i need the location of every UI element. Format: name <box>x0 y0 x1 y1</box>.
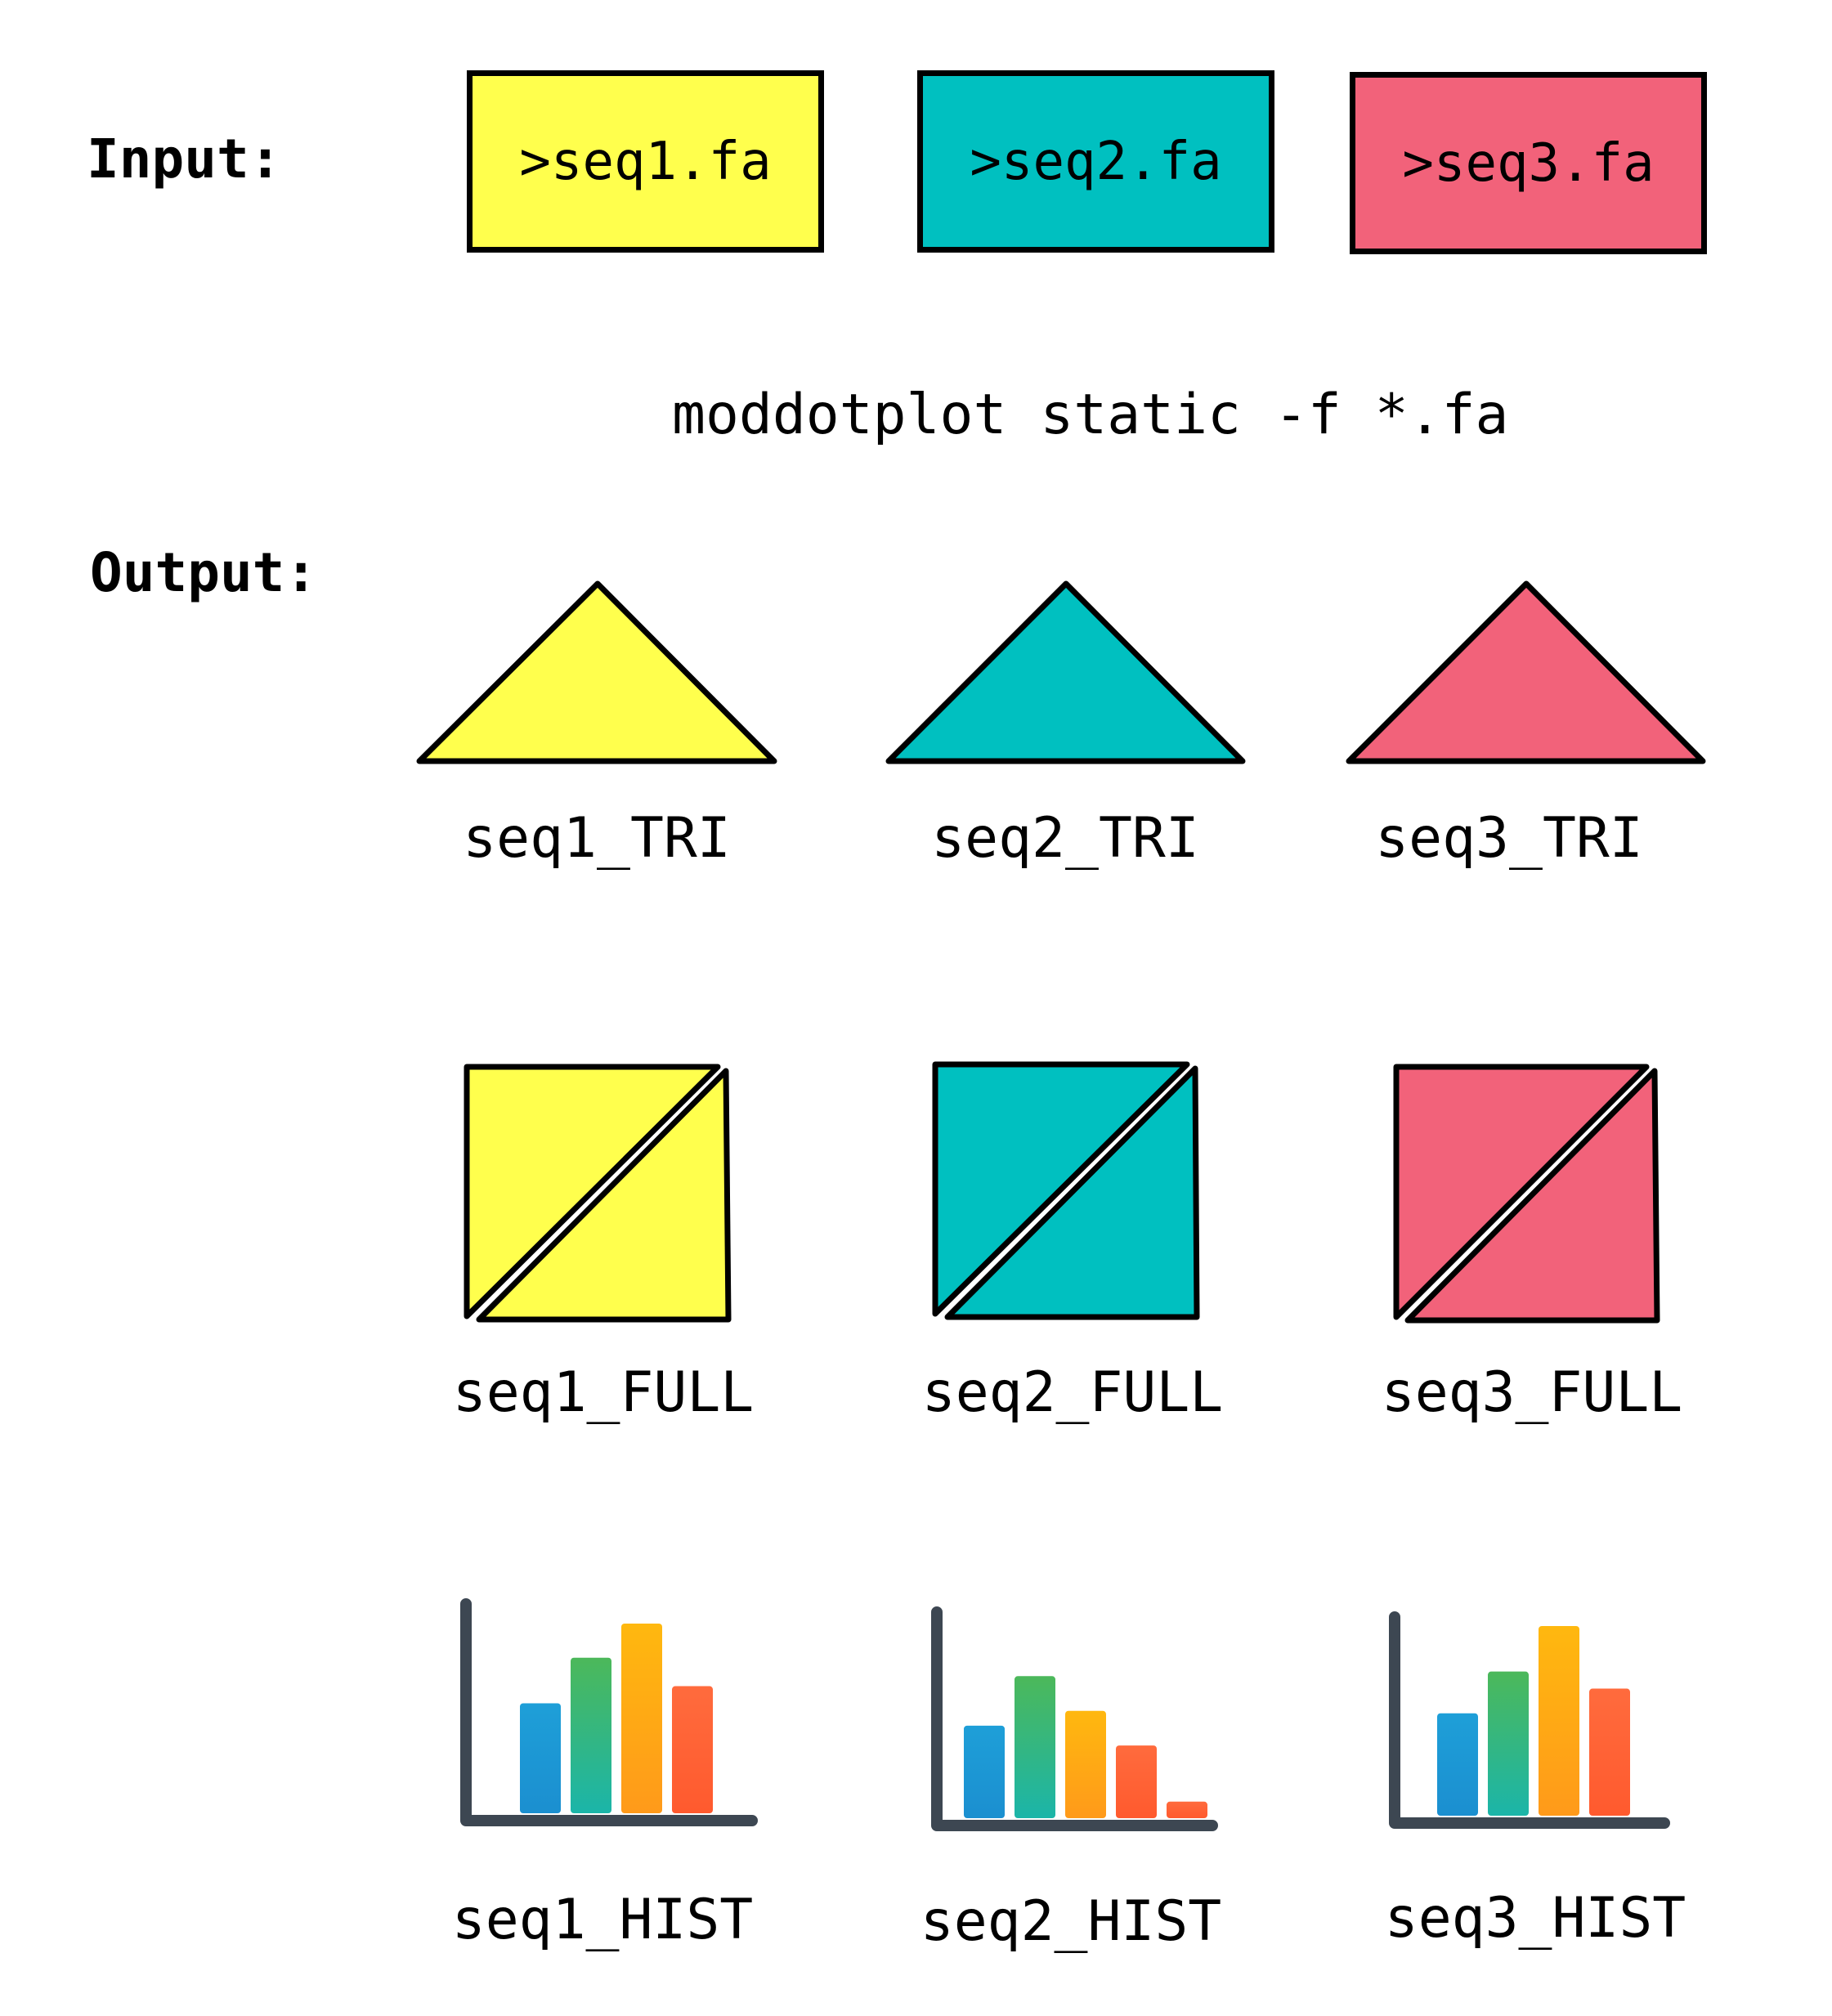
hist-caption-seq2: seq2_HIST <box>920 1889 1222 1954</box>
axis-icon <box>1389 1611 1670 1829</box>
upper-triangle-icon <box>464 1064 721 1319</box>
full-caption-seq3: seq3_FULL <box>1381 1360 1683 1425</box>
lower-triangle-icon <box>476 1068 732 1323</box>
histogram-bar <box>672 1686 713 1813</box>
input-file-label: >seq2.fa <box>970 131 1222 192</box>
histogram-bar <box>1539 1626 1579 1816</box>
full-output-seq1 <box>464 1064 732 1323</box>
hist-caption-seq1: seq1_HIST <box>451 1888 754 1952</box>
hist-output-seq3 <box>1389 1611 1670 1829</box>
full-caption-seq2: seq2_FULL <box>921 1360 1224 1425</box>
input-file-seq3: >seq3.fa <box>1350 72 1707 254</box>
axis-icon <box>460 1598 758 1826</box>
input-file-label: >seq3.fa <box>1402 132 1655 194</box>
triangle-icon <box>416 580 777 764</box>
input-file-label: >seq1.fa <box>519 131 772 192</box>
axis-icon <box>931 1606 1218 1831</box>
histogram-bar <box>964 1725 1005 1818</box>
histogram-bar <box>1488 1671 1529 1816</box>
input-file-seq1: >seq1.fa <box>467 70 824 253</box>
histogram-bar <box>1437 1713 1478 1816</box>
input-file-seq2: >seq2.fa <box>917 70 1274 253</box>
full-output-seq2 <box>932 1061 1200 1320</box>
hist-output-seq2 <box>931 1606 1218 1831</box>
tri-caption-seq2: seq2_TRI <box>931 806 1199 871</box>
triangle-icon <box>885 580 1246 764</box>
lower-triangle-icon <box>1404 1068 1660 1324</box>
histogram-bar <box>1167 1801 1207 1818</box>
output-label: Output: <box>90 541 318 604</box>
triangle-icon <box>1346 580 1706 764</box>
full-output-seq3 <box>1393 1064 1660 1324</box>
histogram-bar <box>571 1657 611 1813</box>
hist-caption-seq3: seq3_HIST <box>1384 1886 1686 1951</box>
tri-caption-seq1: seq1_TRI <box>463 806 731 871</box>
hist-output-seq1 <box>460 1598 758 1826</box>
lower-triangle-icon <box>944 1065 1200 1320</box>
histogram-bar <box>1116 1745 1157 1818</box>
full-caption-seq1: seq1_FULL <box>452 1360 755 1425</box>
histogram-bar <box>1015 1676 1055 1818</box>
upper-triangle-icon <box>932 1061 1190 1317</box>
upper-triangle-icon <box>1393 1064 1650 1320</box>
histogram-bar <box>1065 1710 1106 1818</box>
histogram-bar <box>621 1624 662 1813</box>
histogram-bar <box>1589 1688 1630 1816</box>
input-label: Input: <box>87 128 282 190</box>
tri-caption-seq3: seq3_TRI <box>1375 806 1643 871</box>
command-text: moddotplot static -f *.fa <box>672 383 1509 447</box>
histogram-bar <box>520 1703 561 1813</box>
